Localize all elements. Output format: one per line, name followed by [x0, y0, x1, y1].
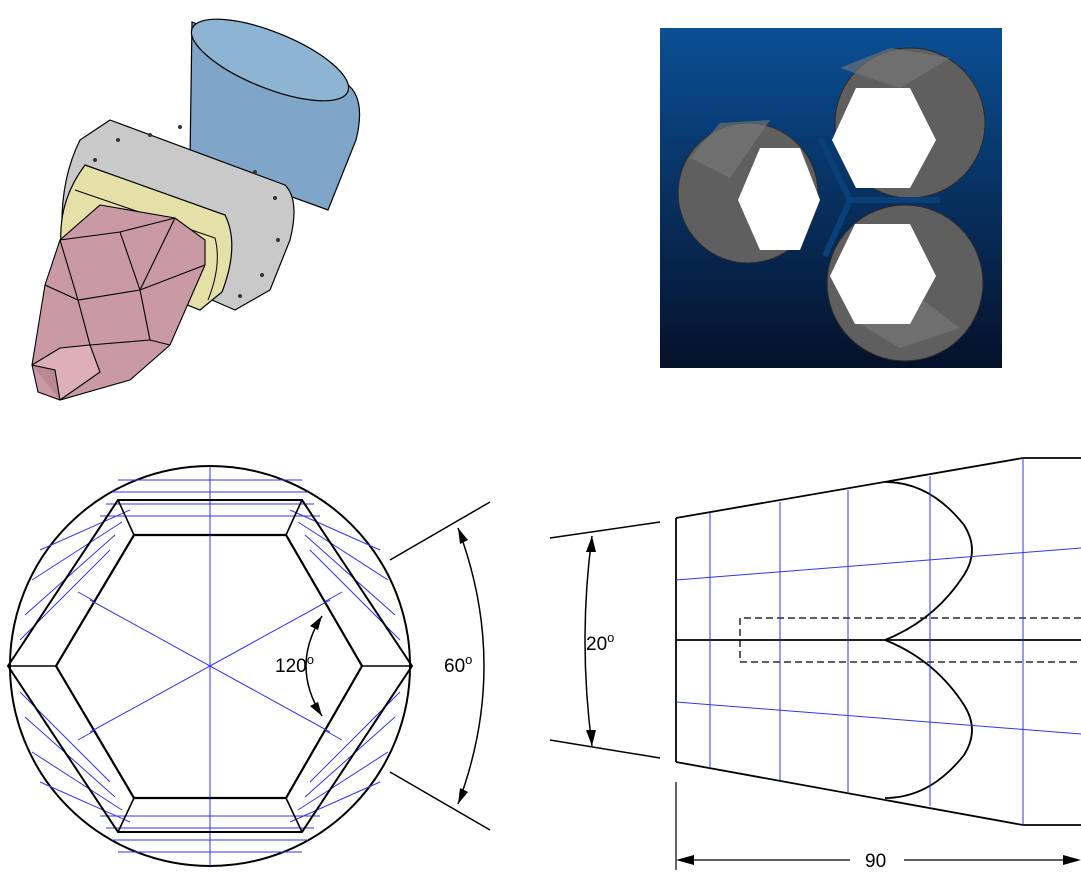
hex-face-left — [738, 148, 820, 250]
side-profile-view: 20o 90 — [540, 440, 1081, 873]
angle-label-120: 120o — [275, 652, 314, 677]
hex-face-top — [832, 88, 936, 188]
angle-arc-60 — [457, 527, 485, 805]
length-label: 90 — [865, 851, 886, 872]
blue-cylinder-end — [190, 18, 350, 102]
isometric-model-drawing — [31, 18, 361, 401]
cross-section-drawing: 120o 60o — [6, 465, 491, 867]
profile-outline — [675, 457, 1081, 826]
dashed-slot — [739, 617, 1081, 663]
profile-grid — [675, 458, 1081, 825]
hex-face-bottom — [830, 224, 936, 324]
three-hex-render-drawing — [660, 28, 1002, 368]
extension-line-upper — [389, 501, 491, 561]
taper-arc — [584, 535, 593, 747]
three-hex-render — [660, 28, 1002, 368]
pink-hex-tip — [31, 204, 206, 401]
angle-label-60: 60o — [444, 652, 472, 677]
render-hex-faces — [738, 88, 936, 324]
extension-line-lower — [389, 771, 491, 831]
side-profile-drawing: 20o 90 — [549, 457, 1081, 872]
cross-section-view: 120o 60o — [0, 440, 520, 873]
taper-label: 20o — [586, 630, 614, 655]
isometric-model — [0, 0, 420, 420]
